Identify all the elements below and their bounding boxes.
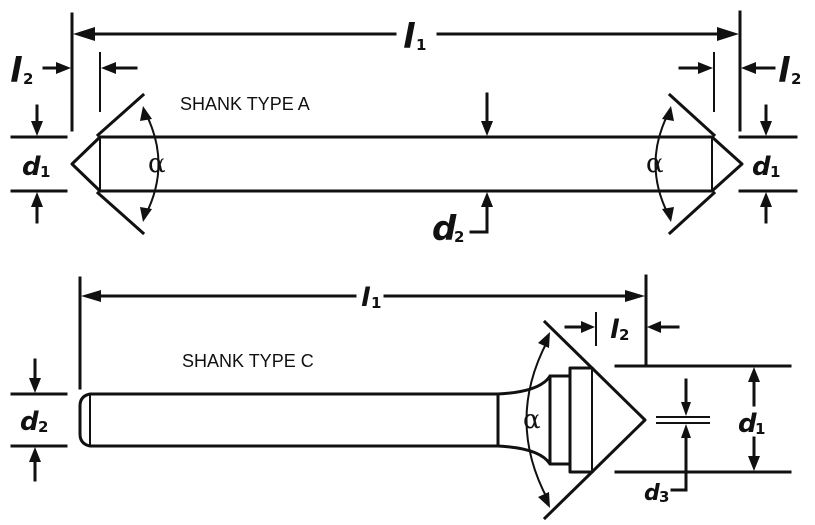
- shank-a-l1-arrow-left: [73, 27, 95, 41]
- shank-c-l2-arrow-left: [581, 321, 595, 333]
- shank-c-shank-body: [78, 392, 500, 448]
- shank-c-d1-arrow-bottom: [748, 456, 760, 471]
- shank-a-d1-left-arrow-top: [31, 121, 43, 136]
- shank-a-angle-left-arrow-bottom: [140, 207, 152, 222]
- shank-c-l1-label: l: [361, 283, 371, 313]
- shank-a-d1-left-label: d: [22, 152, 41, 182]
- shank-a-d2-subscript: 2: [454, 228, 464, 246]
- shank-c-angle-arrow-top: [538, 332, 550, 348]
- shank-c-d3-subscript: 3: [659, 488, 669, 506]
- shank-c-d2-label: d: [20, 407, 39, 437]
- shank-a-l2-left-label: l: [10, 51, 23, 91]
- shank-c-angle-arc: [525, 339, 549, 501]
- shank-a-d1-right-arrow-bottom: [760, 192, 772, 207]
- shank-c-l1-subscript: 1: [371, 294, 381, 312]
- shank-c-l1-arrow-right: [625, 290, 645, 302]
- shank-c-d1-subscript: 1: [755, 420, 765, 438]
- shank-c-d3-label: d: [644, 481, 660, 506]
- shank-a-d1-left-arrow-bottom: [31, 192, 43, 207]
- shank-a-angle-left-arc: [145, 113, 160, 215]
- shank-a-d1-right-label: d: [752, 152, 771, 182]
- shank-a-l2-left-subscript: 2: [23, 70, 33, 88]
- shank-a-angle-right-top-line: [667, 92, 717, 138]
- shank-c-d3-leader: [670, 435, 688, 492]
- shank-a-d1-left-subscript: 1: [40, 163, 50, 181]
- shank-c-d2-arrow-bottom: [29, 447, 41, 462]
- shank-a-l2-right-arrow-outer: [741, 62, 756, 74]
- shank-c-d2-arrow-top: [29, 378, 41, 393]
- shank-a-angle-left-top-line: [95, 92, 146, 138]
- shank-type-a-drawing: l 1 l 2 l 2 d 1 d 1: [10, 10, 801, 249]
- shank-a-l2-left-arrow-outer: [56, 62, 71, 74]
- shank-c-d3-arrow-top: [681, 402, 691, 416]
- shank-a-angle-left-bottom-line: [95, 190, 146, 236]
- shank-a-l1-subscript: 1: [416, 36, 426, 54]
- shank-a-d2-leader: [469, 205, 489, 234]
- shank-c-angle-top-line: [542, 319, 595, 371]
- shank-a-l2-right-subscript: 2: [791, 70, 801, 88]
- shank-a-l2-right-label: l: [778, 51, 791, 91]
- shank-c-d2-subscript: 2: [38, 418, 48, 436]
- shank-c-d3-arrow-bottom: [681, 424, 691, 438]
- shank-a-angle-left-label: α: [148, 149, 166, 179]
- shank-a-angle-left-arrow-top: [140, 106, 152, 121]
- shank-a-angle-right-arc: [654, 113, 669, 215]
- shank-a-angle-right-label: α: [646, 149, 664, 179]
- shank-a-angle-right-bottom-line: [667, 190, 717, 236]
- shank-a-caption: SHANK TYPE A: [180, 94, 310, 114]
- shank-type-c-drawing: l 1 l 2 d 2 d 1 d 3: [10, 274, 792, 521]
- shank-c-d1-arrow-top: [748, 367, 760, 382]
- shank-a-d1-right-arrow-top: [760, 121, 772, 136]
- shank-a-angle-right-arrow-top: [662, 106, 674, 121]
- shank-c-caption: SHANK TYPE C: [182, 351, 314, 371]
- shank-a-d2-arrow-top: [481, 121, 493, 136]
- shank-c-l1-arrow-left: [81, 290, 101, 302]
- shank-a-l1-label: l: [403, 17, 416, 57]
- shank-a-d2-arrow-bottom: [481, 192, 493, 207]
- shank-a-body: [70, 135, 744, 193]
- shank-a-l1-arrow-right: [717, 27, 739, 41]
- shank-c-head: [568, 366, 647, 474]
- shank-c-collar: [548, 374, 572, 466]
- shank-a-l2-left-arrow-inner: [101, 62, 116, 74]
- shank-c-l2-arrow-right: [647, 321, 661, 333]
- shank-a-d1-right-subscript: 1: [770, 163, 780, 181]
- shank-a-angle-right-arrow-bottom: [662, 207, 674, 222]
- shank-c-angle-label: α: [523, 405, 541, 435]
- shank-c-d1-label: d: [738, 409, 757, 439]
- shank-c-angle-arrow-bottom: [538, 492, 550, 508]
- shank-c-angle-bottom-line: [542, 469, 595, 521]
- shank-a-d2-label: d: [432, 209, 457, 249]
- shank-a-l2-right-arrow-inner: [698, 62, 713, 74]
- shank-c-l2-label: l: [610, 315, 620, 345]
- shank-c-l2-subscript: 2: [619, 326, 629, 344]
